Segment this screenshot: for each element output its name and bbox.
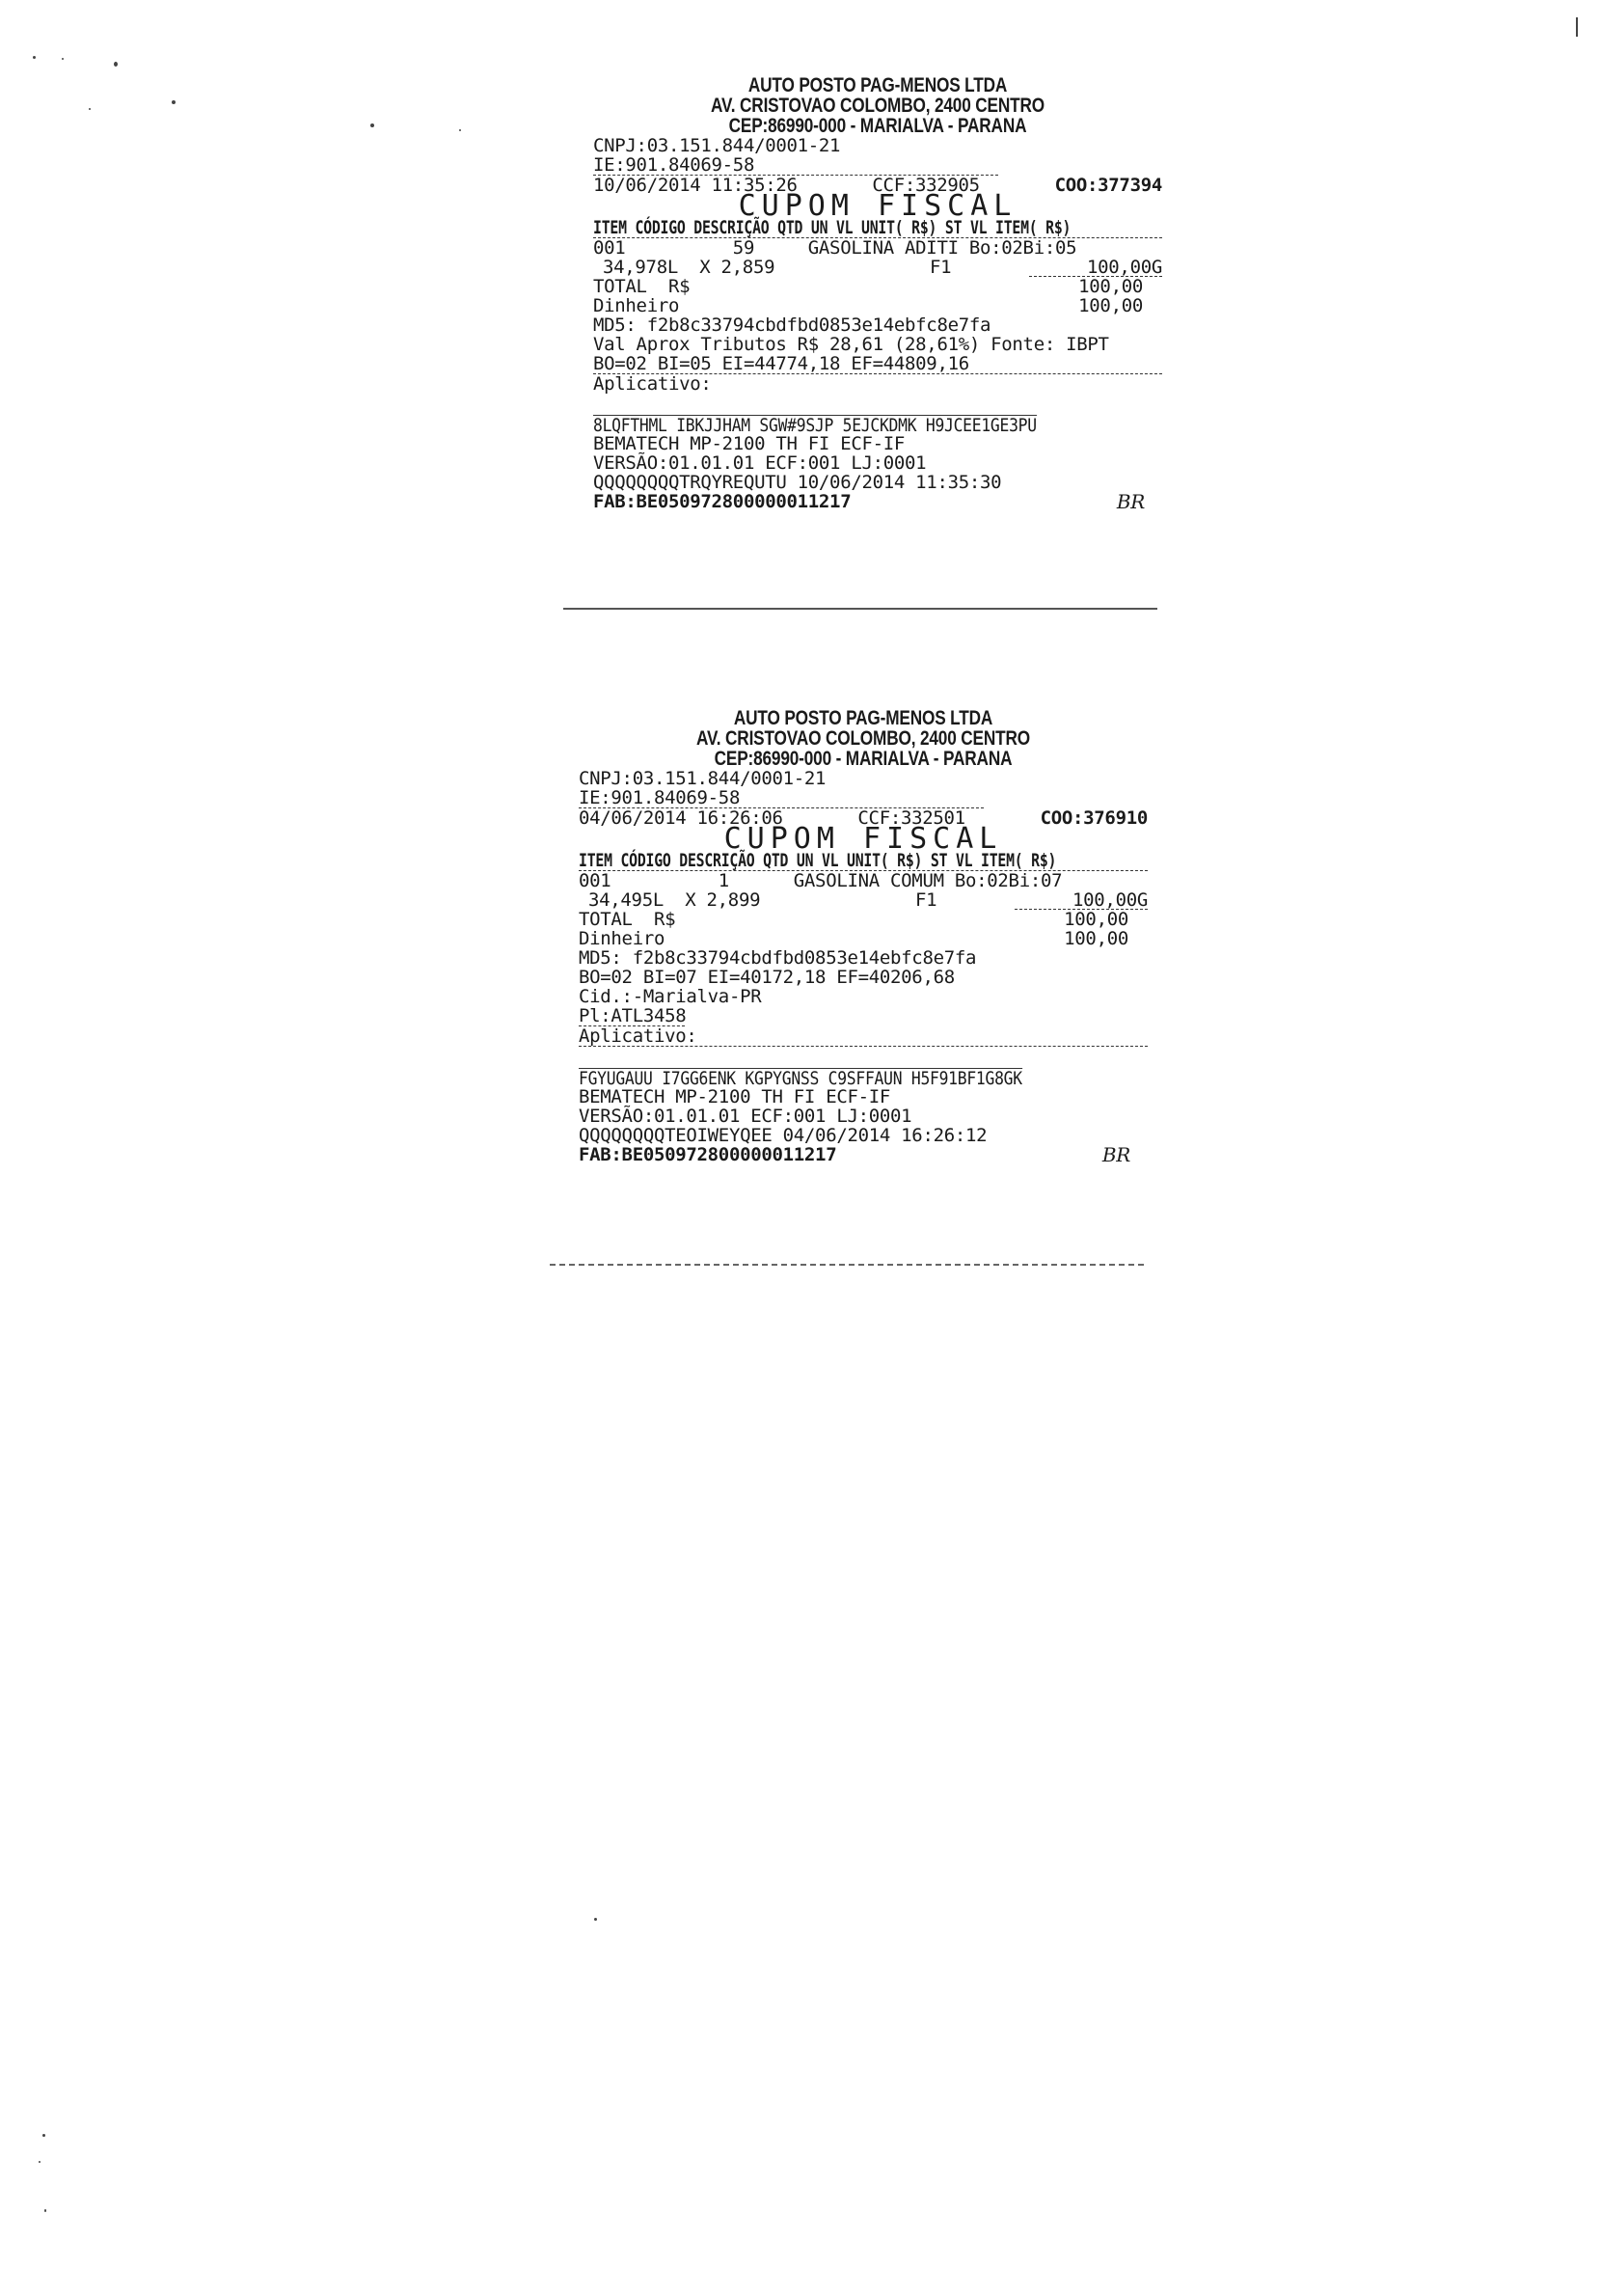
payment-label: Dinheiro: [579, 928, 665, 949]
scan-speck: [114, 62, 118, 67]
company-address: AV. CRISTOVAO COLOMBO, 2400 CENTRO: [711, 95, 1045, 117]
serial-line: QQQQQQQQTRQYREQUTU 10/06/2014 11:35:30: [593, 472, 1002, 493]
md5: MD5: f2b8c33794cbdfbd0853e14ebfc8e7fa: [593, 314, 991, 336]
payment-label: Dinheiro: [593, 295, 680, 316]
item-line: 001 1 GASOLINA COMUM Bo:02Bi:07: [579, 870, 1063, 891]
fab-number: FAB:BE050972800000011217: [593, 491, 852, 512]
version-line: VERSÃO:01.01.01 ECF:001 LJ:0001: [593, 452, 927, 474]
bo-line: BO=02 BI=05 EI=44774,18 EF=44809,16: [593, 354, 1162, 374]
item-value: 100,00G: [1029, 258, 1162, 277]
payment-value: 100,00: [1064, 928, 1128, 949]
datetime: 10/06/2014 11:35:26: [593, 175, 798, 196]
column-header: ITEM CÓDIGO DESCRIÇÃO QTD UN VL UNIT( R$…: [579, 851, 1148, 871]
aplicativo: Aplicativo:: [579, 1026, 1148, 1047]
total-value: 100,00: [1064, 909, 1128, 930]
company-name: AUTO POSTO PAG-MENOS LTDA: [733, 707, 993, 729]
receipt-2: AUTO POSTO PAG-MENOS LTDA AV. CRISTOVAO …: [579, 708, 1148, 1164]
cnpj: CNPJ:03.151.844/0001-21: [593, 135, 841, 156]
tax-code: F1: [929, 257, 952, 278]
ie: IE:901.84069-58: [593, 155, 998, 176]
signature-mark: BR: [1116, 490, 1145, 513]
printer-model: BEMATECH MP-2100 TH FI ECF-IF: [593, 433, 906, 454]
scan-speck: [62, 58, 64, 60]
item-line: 001 59 GASOLINA ADITI Bo:02Bi:05: [593, 237, 1077, 259]
scan-speck: [594, 1918, 597, 1921]
cnpj: CNPJ:03.151.844/0001-21: [579, 768, 827, 789]
signature-mark: BR: [1101, 1143, 1130, 1166]
scan-speck: [370, 123, 374, 127]
ie: IE:901.84069-58: [579, 788, 984, 808]
column-header: ITEM CÓDIGO DESCRIÇÃO QTD UN VL UNIT( R$…: [593, 218, 1162, 238]
scan-speck: [33, 56, 36, 59]
tax-code: F1: [914, 889, 937, 911]
cut-line: [550, 1264, 1144, 1266]
coo: COO:376910: [1040, 807, 1149, 829]
payment-value: 100,00: [1078, 295, 1143, 316]
payment-row: Dinheiro 100,00: [593, 296, 1162, 315]
scan-speck: [172, 100, 176, 104]
tributos: Val Aprox Tributos R$ 28,61 (28,61%) Fon…: [593, 334, 1109, 355]
aplicativo: Aplicativo:: [593, 373, 712, 395]
md5: MD5: f2b8c33794cbdfbd0853e14ebfc8e7fa: [579, 947, 977, 969]
scan-speck: [1576, 17, 1578, 37]
company-address: AV. CRISTOVAO COLOMBO, 2400 CENTRO: [696, 727, 1030, 750]
total-row: TOTAL R$ 100,00: [593, 277, 1162, 296]
plate-line: Pl:ATL3458: [579, 1005, 687, 1026]
receipt-title: CUPOM FISCAL: [738, 189, 1018, 223]
city-line: Cid.:-Marialva-PR: [579, 986, 762, 1007]
total-label: TOTAL R$: [579, 909, 676, 930]
scan-speck: [459, 129, 461, 131]
company-name: AUTO POSTO PAG-MENOS LTDA: [747, 74, 1008, 96]
hash-line: 8LQFTHML IBKJJHAM SGW#9SJP 5EJCKDMK H9JC…: [593, 415, 1037, 436]
scan-speck: [39, 2161, 41, 2163]
quantity-price: 34,978L X 2,859: [603, 257, 775, 278]
scan-speck: [42, 2134, 45, 2137]
datetime: 04/06/2014 16:26:06: [579, 807, 783, 829]
hash-line: FGYUGAUU I7GG6ENK KGPYGNSS C9SFFAUN H5F9…: [579, 1068, 1022, 1089]
ccf: CCF:332501: [857, 807, 965, 829]
company-cep-city: CEP:86990-000 - MARIALVA - PARANA: [714, 748, 1013, 770]
quantity-row: 34,978L X 2,859 F1 100,00G: [593, 258, 1162, 277]
datetime-row: 04/06/2014 16:26:06 CCF:332501 COO:37691…: [579, 808, 1148, 828]
bo-line: BO=02 BI=07 EI=40172,18 EF=40206,68: [579, 967, 955, 988]
total-row: TOTAL R$ 100,00: [579, 910, 1148, 929]
receipt-1: AUTO POSTO PAG-MENOS LTDA AV. CRISTOVAO …: [593, 75, 1162, 511]
printer-model: BEMATECH MP-2100 TH FI ECF-IF: [579, 1086, 891, 1107]
version-line: VERSÃO:01.01.01 ECF:001 LJ:0001: [579, 1106, 912, 1127]
cut-line: [563, 608, 1157, 610]
company-cep-city: CEP:86990-000 - MARIALVA - PARANA: [728, 115, 1027, 137]
serial-line: QQQQQQQQTEOIWEYQEE 04/06/2014 16:26:12: [579, 1125, 988, 1146]
coo: COO:377394: [1054, 175, 1163, 196]
quantity-price: 34,495L X 2,899: [588, 889, 761, 911]
ccf: CCF:332905: [872, 175, 980, 196]
receipt-title: CUPOM FISCAL: [723, 822, 1003, 856]
total-label: TOTAL R$: [593, 276, 691, 297]
scan-speck: [89, 108, 91, 110]
scan-speck: [44, 2209, 46, 2212]
fab-number: FAB:BE050972800000011217: [579, 1144, 837, 1165]
total-value: 100,00: [1078, 276, 1143, 297]
datetime-row: 10/06/2014 11:35:26 CCF:332905 COO:37739…: [593, 176, 1162, 195]
payment-row: Dinheiro 100,00: [579, 929, 1148, 948]
item-value: 100,00G: [1015, 890, 1148, 910]
quantity-row: 34,495L X 2,899 F1 100,00G: [579, 890, 1148, 910]
